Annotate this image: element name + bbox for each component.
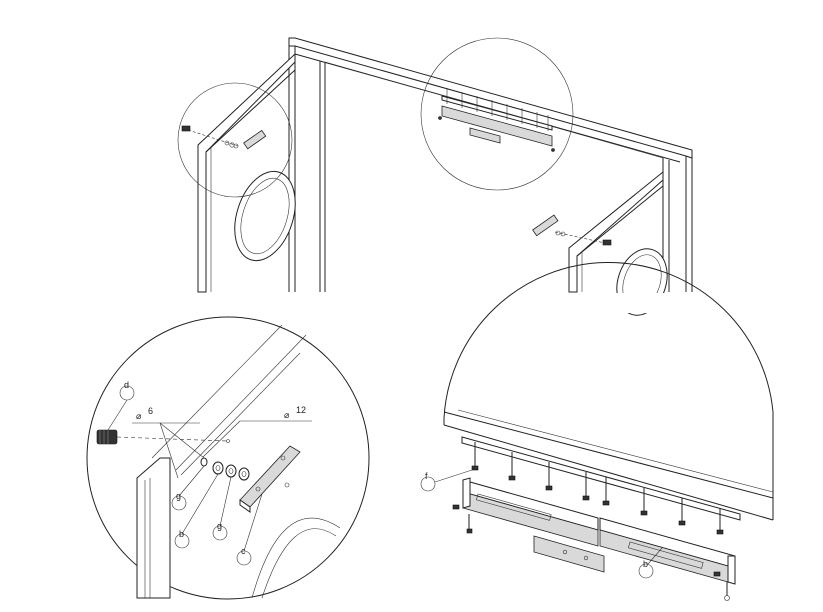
right-armature-assembly <box>532 214 612 246</box>
dim-6-label: 6 <box>148 406 153 416</box>
callout-g-left: g <box>171 465 205 511</box>
top-detail-circle <box>420 37 574 191</box>
magnet-right <box>599 517 736 585</box>
mini-armature <box>469 127 501 144</box>
dim-12-label: 12 <box>296 405 306 415</box>
magnet-left <box>462 477 599 547</box>
callout-b1-label: b <box>179 529 184 539</box>
sex-bolt <box>181 125 191 132</box>
dia-symbol-1: ⌀ <box>136 411 142 421</box>
sex-bolt-large <box>96 429 230 445</box>
dia-symbol-2: ⌀ <box>284 410 290 420</box>
dimension-6: ⌀ 6 <box>132 406 205 479</box>
washers <box>200 457 250 481</box>
callout-g-right: g <box>212 476 232 541</box>
magnet-detail-view: f b <box>420 261 774 601</box>
door-frame-overview <box>177 37 700 316</box>
callout-b-left: b <box>174 473 219 549</box>
callout-d: d <box>107 380 135 431</box>
callout-c-label: c <box>241 546 246 556</box>
mounting-screws <box>471 442 724 535</box>
callout-b2-label: b <box>643 559 648 569</box>
callout-f-label: f <box>425 471 428 481</box>
callout-f: f <box>420 469 473 492</box>
callout-d-label: d <box>124 380 129 390</box>
left-door-window <box>234 170 296 262</box>
right-door-leaf <box>560 170 700 316</box>
left-detail-circle <box>177 82 293 198</box>
left-door-leaf <box>197 52 296 293</box>
armature-plate-bottom <box>533 535 605 573</box>
armature-plate <box>243 129 267 150</box>
callout-g2-label: g <box>217 521 222 531</box>
armature-plate-large <box>239 445 301 513</box>
dimension-12: ⌀ 12 <box>202 405 312 458</box>
armature-detail-view: ⌀ 6 ⌀ 12 d g b g <box>86 316 370 600</box>
callout-g1-label: g <box>176 491 181 501</box>
callout-b-right: b <box>638 547 663 579</box>
callout-c: c <box>236 493 263 566</box>
